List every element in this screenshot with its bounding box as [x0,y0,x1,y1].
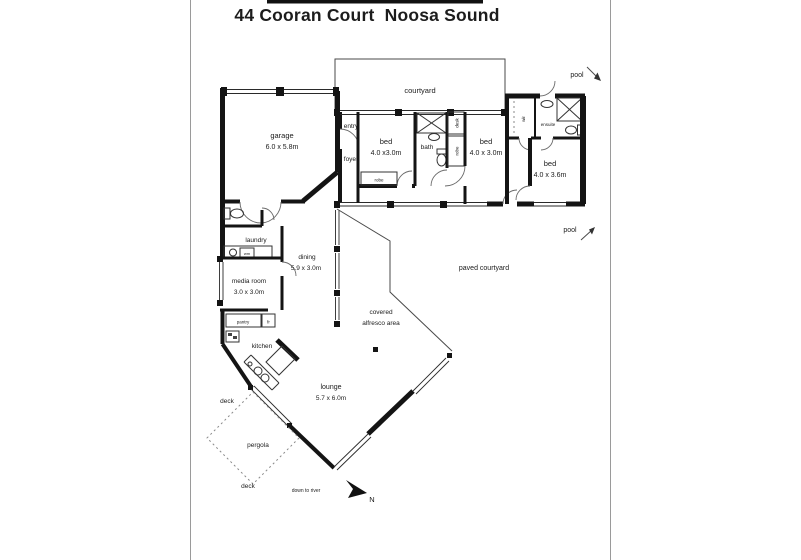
entry-label: entry [344,123,359,130]
courtyard-area: courtyard [334,58,506,110]
courtyard-label: courtyard [404,86,435,95]
page-title: 44 Cooran Court Noosa Sound [234,5,499,25]
basin-icon [540,100,554,108]
lounge-label: lounge [320,384,341,391]
wing-south-wall [334,189,585,208]
pool-top-label: pool [570,72,584,79]
alfresco-label-1: covered [369,309,393,316]
garage-label: garage [270,131,293,140]
north-arrow-icon [346,480,367,498]
ensuite-wing: wir ensuite bed 4.0 x 3.6m [505,80,586,204]
north-arrow: N [346,480,375,504]
bed2-room: bed 4.0 x 3.0m [444,112,509,204]
pergola-label: pergola [247,442,269,449]
toilet-icon [436,153,447,167]
closets: desk robe [447,111,465,167]
laundry-sink-icon [229,248,237,257]
bed1-room: robe bed 4.0 x3.0m [356,112,417,203]
north-label: N [369,495,374,504]
fridge-label: fr [267,320,270,325]
media-room: media room 3.0 x 3.0m [217,256,297,312]
alfresco-label-2: alfresco area [362,320,400,327]
entry-foyer: entry foyer [338,112,360,203]
sink-icon [253,366,263,376]
down-to-river-label: down to river [292,488,321,494]
basin-icon [428,133,440,141]
closet-robe-label: robe [455,146,460,156]
kitchen-room: pantry fr kitchen [220,310,300,391]
arrow-head-icon [594,72,601,81]
sink-icon [260,373,270,383]
arrow-head-icon [589,227,595,235]
laundry-label: laundry [245,237,267,244]
dining-room: dining 5.9 x 3.0m [291,202,340,327]
bath-room: bath [416,112,449,187]
garage-room: garage 6.0 x 5.8m [220,87,340,224]
lounge-dim: 5.7 x 6.0m [316,395,346,402]
ensuite-label: ensuite [541,122,556,127]
pool-pointer-top: pool [570,66,601,81]
cooktop-icon [225,330,240,343]
media-dim: 3.0 x 3.0m [234,289,264,296]
deck-lower-label: deck [241,483,255,490]
pergola-area: pergola deck down to river [206,391,321,494]
bed1-dim: 4.0 x3.0m [371,150,402,157]
pool-bottom-label: pool [563,227,577,234]
bed1-robe-label: robe [374,178,384,183]
bed3-dim: 4.0 x 3.6m [534,172,567,179]
bed3-label: bed [544,159,557,168]
island-wall [275,338,300,362]
foyer-label: foyer [344,156,359,163]
island-bench [265,345,296,376]
dining-label: dining [298,254,316,261]
bath-label: bath [421,144,434,151]
bed2-label: bed [480,137,493,146]
kitchen-label: kitchen [252,343,273,350]
deck-upper-label: deck [220,398,234,405]
pantry-label: pantry [237,320,250,325]
garage-dim: 6.0 x 5.8m [266,144,299,151]
desk-label: desk [455,118,460,128]
lounge-walls [248,208,453,471]
tap-icon [247,361,253,367]
bed1-label: bed [380,137,393,146]
laundry-room: laundry wm [222,226,284,260]
bed2-dim: 4.0 x 3.0m [470,150,503,157]
pool-pointer-bottom: pool [563,227,595,241]
wc-room [220,203,275,258]
toilet-icon [565,125,577,135]
dining-dim: 5.9 x 3.0m [291,265,321,272]
toilet-tank-icon [436,148,447,155]
wm-label: wm [244,251,251,256]
paved-courtyard-label: paved courtyard [459,265,509,272]
toilet-icon [230,208,244,219]
media-label: media room [232,278,266,285]
wir-label: wir [521,116,526,122]
page-borders [190,0,611,560]
